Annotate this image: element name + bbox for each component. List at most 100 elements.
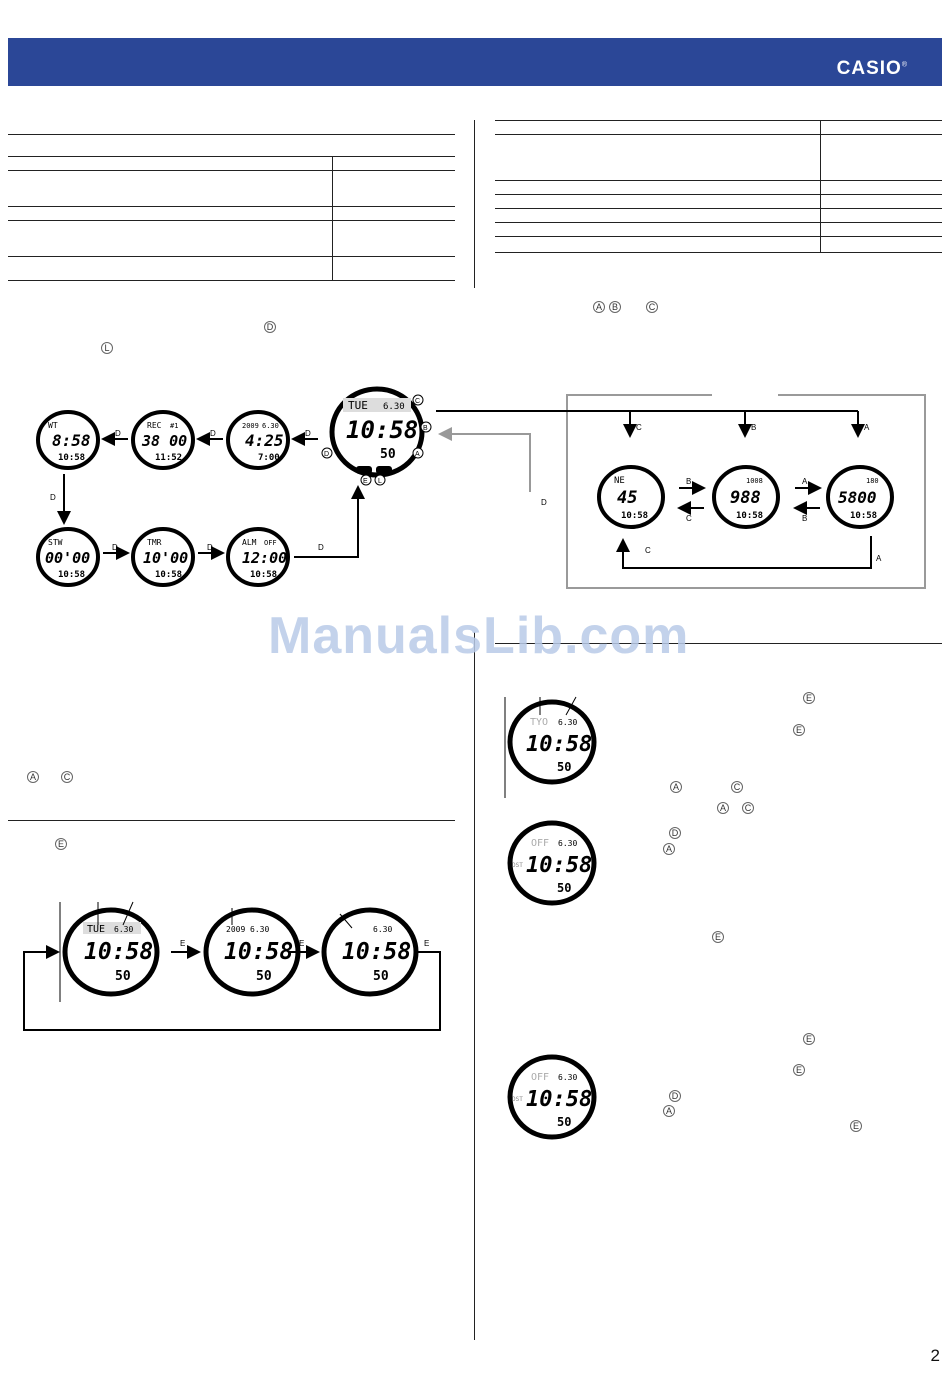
svg-text:50: 50	[256, 969, 272, 984]
column-divider-bottom	[474, 632, 475, 1340]
watch-alarm: ALM OFF 12:00 10:58	[226, 527, 290, 587]
svg-text:OFF: OFF	[531, 838, 549, 849]
inline-button-c-r2: C	[742, 802, 754, 814]
inline-button-e-r5: E	[793, 1064, 805, 1076]
watch-rec: REC #1 38 00 11:52	[131, 410, 195, 470]
inline-button-a-r4: A	[663, 1105, 675, 1117]
watch-tk2: 2009 6.30 10:58 50	[203, 907, 301, 997]
watch-sunrise: 2009 6.30 4:25 7:00	[226, 410, 290, 470]
svg-text:10:58: 10:58	[224, 939, 293, 965]
svg-text:C: C	[645, 546, 651, 555]
svg-text:50: 50	[373, 969, 389, 984]
inline-button-c-2: C	[61, 771, 73, 783]
svg-text:10:58: 10:58	[58, 453, 85, 463]
svg-text:REC: REC	[147, 421, 162, 430]
svg-text:ALM: ALM	[242, 538, 257, 547]
svg-text:10:58: 10:58	[84, 939, 153, 965]
svg-text:NE: NE	[614, 476, 625, 486]
watch-barometer: 1008 988 10:58	[712, 465, 780, 529]
svg-text:2009: 2009	[242, 422, 259, 430]
svg-text:C: C	[636, 423, 642, 432]
svg-text:10:58: 10:58	[58, 570, 85, 580]
svg-text:50: 50	[557, 1115, 571, 1129]
inline-button-d-r2: D	[669, 1090, 681, 1102]
svg-text:50: 50	[115, 969, 131, 984]
inline-button-a-r2: A	[717, 802, 729, 814]
svg-text:TUE: TUE	[87, 924, 105, 935]
inline-button-a: A	[593, 301, 605, 313]
svg-text:8:58: 8:58	[52, 431, 91, 450]
watch-tk1: TUE 6.30 10:58 50	[62, 907, 160, 997]
svg-text:10:58: 10:58	[526, 853, 592, 878]
divider-right-lower	[495, 643, 942, 644]
inline-button-e-r1: E	[803, 692, 815, 704]
svg-text:6.30: 6.30	[373, 925, 392, 934]
svg-text:C: C	[415, 398, 420, 405]
header-banner: CASIO®	[8, 38, 942, 86]
svg-text:2009: 2009	[226, 925, 245, 934]
svg-text:10:58: 10:58	[526, 732, 592, 757]
svg-text:E: E	[424, 939, 429, 948]
svg-text:B: B	[686, 477, 691, 486]
inline-button-a-r: A	[670, 781, 682, 793]
svg-text:D: D	[210, 429, 216, 438]
svg-text:4:25: 4:25	[245, 431, 284, 450]
svg-text:38 00: 38 00	[141, 432, 187, 450]
svg-text:L: L	[378, 478, 382, 485]
svg-text:STW: STW	[48, 538, 63, 547]
inline-button-e-r4: E	[803, 1033, 815, 1045]
svg-text:A: A	[864, 423, 870, 432]
inline-button-e-r2: E	[793, 724, 805, 736]
svg-text:TYO: TYO	[530, 717, 548, 728]
watch-wt: WT 8:58 10:58	[36, 410, 100, 470]
svg-text:#1: #1	[170, 422, 178, 430]
svg-text:10:58: 10:58	[850, 511, 877, 521]
svg-text:A: A	[876, 554, 882, 563]
svg-text:1008: 1008	[746, 477, 763, 485]
inline-button-c-r: C	[731, 781, 743, 793]
page-number: 2	[930, 1346, 940, 1365]
watch-setting-1: TYO 6.30 10:58 50	[507, 699, 597, 785]
inline-button-e-r6: E	[850, 1120, 862, 1132]
svg-text:10:58: 10:58	[155, 570, 182, 580]
svg-text:10:58: 10:58	[736, 511, 763, 521]
svg-text:B: B	[751, 423, 756, 432]
inline-button-e: E	[55, 838, 67, 850]
svg-text:50: 50	[557, 881, 571, 895]
inline-button-e-r3: E	[712, 931, 724, 943]
divider-left-lower	[8, 820, 455, 821]
svg-text:45: 45	[617, 488, 637, 508]
svg-text:00'00: 00'00	[45, 549, 90, 567]
inline-button-a-2: A	[27, 771, 39, 783]
inline-button-c: C	[646, 301, 658, 313]
svg-text:DST: DST	[512, 862, 523, 869]
svg-text:D: D	[541, 498, 547, 507]
watch-timer: TMR 10'00 10:58	[131, 527, 195, 587]
svg-text:D: D	[305, 429, 311, 438]
svg-text:10:58: 10:58	[342, 939, 411, 965]
svg-text:D: D	[115, 429, 121, 438]
watch-main: TUE 6.30 10:58 50	[329, 386, 425, 478]
svg-text:50: 50	[557, 760, 571, 774]
watch-altimeter: 180 5800 10:58	[826, 465, 894, 529]
svg-text:A: A	[415, 451, 420, 458]
svg-text:WT: WT	[48, 421, 58, 430]
svg-text:988: 988	[730, 488, 761, 508]
svg-text:6.30: 6.30	[262, 422, 279, 430]
watch-stopwatch: STW 00'00 10:58	[36, 527, 100, 587]
svg-text:180: 180	[866, 477, 879, 485]
svg-text:11:52: 11:52	[155, 453, 182, 463]
svg-text:10:58: 10:58	[526, 1087, 592, 1112]
svg-text:B: B	[423, 425, 428, 432]
watch-main-date: 6.30	[383, 402, 405, 412]
svg-text:10'00: 10'00	[143, 549, 188, 567]
svg-text:10:58: 10:58	[621, 511, 648, 521]
svg-text:TMR: TMR	[147, 538, 162, 547]
svg-text:6.30: 6.30	[558, 839, 577, 848]
svg-text:E: E	[363, 478, 368, 485]
svg-text:B: B	[802, 514, 807, 523]
watch-main-time: 10:58	[346, 416, 418, 444]
watch-main-top: TUE	[348, 399, 368, 412]
svg-text:D: D	[318, 543, 324, 552]
